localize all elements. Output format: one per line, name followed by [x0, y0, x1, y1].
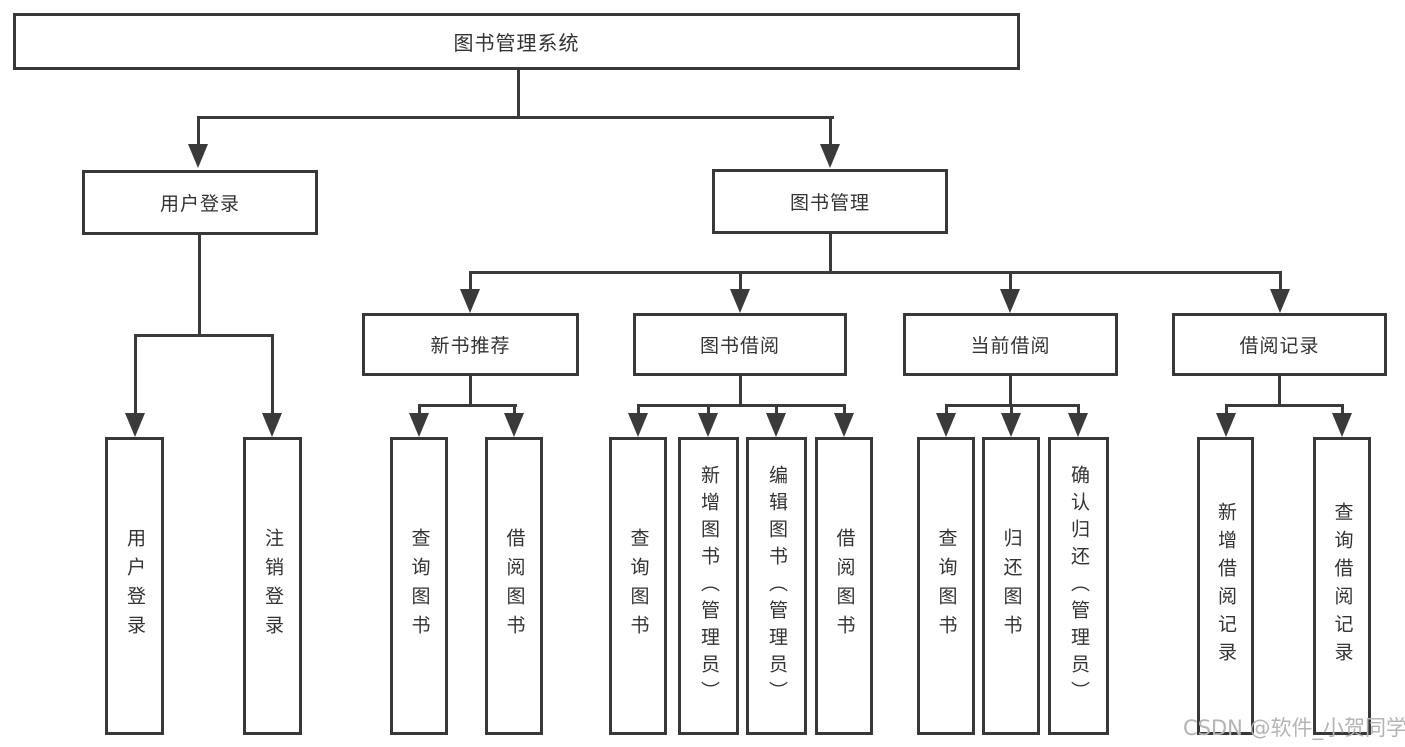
leaf-borrow-borrow-books: 借阅图书 — [815, 437, 873, 735]
node-user-login: 用户登录 — [82, 170, 318, 235]
connector-drop-level3 — [1279, 271, 1282, 293]
connector-drop-leaf — [843, 404, 846, 416]
connector-user-login-stem — [198, 234, 201, 337]
connector-user-login-bar — [134, 334, 274, 337]
arrow-down-icon — [125, 413, 145, 437]
connector-drop-leaf — [513, 404, 516, 416]
arrow-down-icon — [504, 413, 524, 437]
node-new-book-recommend: 新书推荐 — [362, 313, 579, 376]
arrow-down-icon — [834, 413, 854, 437]
arrow-down-icon — [1270, 289, 1290, 313]
connector-drop-leaf — [707, 404, 710, 416]
connector-drop-leaf — [1341, 404, 1344, 416]
arrow-down-icon — [460, 289, 480, 313]
connector-drop-user-login — [197, 116, 200, 146]
leaf-recommend-borrow-books: 借阅图书 — [485, 437, 543, 735]
connector-drop-leaf — [418, 404, 421, 416]
node-book-management: 图书管理 — [712, 169, 948, 234]
arrow-down-icon — [698, 413, 718, 437]
arrow-down-icon — [188, 144, 208, 168]
arrow-down-icon — [1001, 413, 1021, 437]
leaf-current-return-books: 归还图书 — [982, 437, 1040, 735]
leaf-current-confirm-return-admin: 确认归还（管理员） — [1048, 437, 1109, 735]
connector-drop-leaf — [134, 334, 137, 416]
node-book-borrow: 图书借阅 — [633, 313, 847, 376]
connector-book-management-stem — [829, 233, 832, 274]
leaf-borrow-edit-books-admin: 编辑图书（管理员） — [746, 437, 807, 735]
arrow-down-icon — [936, 413, 956, 437]
connector-drop-leaf — [271, 334, 274, 416]
arrow-down-icon — [628, 413, 648, 437]
connector-current-stem — [1009, 376, 1012, 407]
arrow-down-icon — [730, 289, 750, 313]
arrow-down-icon — [1216, 413, 1236, 437]
connector-drop-leaf — [1225, 404, 1228, 416]
connector-root-bar — [197, 116, 834, 119]
connector-borrow-bar — [637, 404, 846, 407]
leaf-record-query-borrow-record: 查询借阅记录 — [1313, 437, 1371, 735]
leaf-borrow-query-books: 查询图书 — [609, 437, 667, 735]
node-borrow-record: 借阅记录 — [1172, 313, 1387, 376]
connector-root-stem — [517, 70, 520, 119]
arrow-down-icon — [409, 413, 429, 437]
connector-record-stem — [1278, 376, 1281, 407]
node-library-management-system: 图书管理系统 — [13, 13, 1020, 70]
arrow-down-icon — [262, 413, 282, 437]
connector-drop-book-management — [829, 116, 832, 146]
leaf-borrow-add-books-admin: 新增图书（管理员） — [678, 437, 739, 735]
connector-drop-level3 — [739, 271, 742, 293]
connector-borrow-stem — [739, 376, 742, 407]
leaf-current-query-books: 查询图书 — [917, 437, 975, 735]
arrow-down-icon — [1000, 289, 1020, 313]
node-current-borrow: 当前借阅 — [903, 313, 1118, 376]
leaf-recommend-query-books: 查询图书 — [390, 437, 448, 735]
connector-drop-leaf — [1010, 404, 1013, 416]
connector-drop-leaf — [1077, 404, 1080, 416]
csdn-watermark: CSDN @软件_小贺同学 — [1183, 716, 1405, 740]
connector-drop-level3 — [469, 271, 472, 293]
leaf-record-add-borrow-record: 新增借阅记录 — [1197, 437, 1254, 735]
arrow-down-icon — [766, 413, 786, 437]
connector-drop-leaf — [637, 404, 640, 416]
leaf-user-login: 用户登录 — [105, 437, 164, 735]
connector-drop-leaf — [775, 404, 778, 416]
connector-book-management-bar — [469, 271, 1281, 274]
connector-record-bar — [1225, 404, 1344, 407]
arrow-down-icon — [1068, 413, 1088, 437]
arrow-down-icon — [1332, 413, 1352, 437]
connector-drop-leaf — [945, 404, 948, 416]
connector-recommend-bar — [418, 404, 517, 407]
leaf-logout: 注销登录 — [243, 437, 302, 735]
connector-drop-level3 — [1009, 271, 1012, 293]
arrow-down-icon — [820, 144, 840, 168]
connector-recommend-stem — [469, 376, 472, 407]
